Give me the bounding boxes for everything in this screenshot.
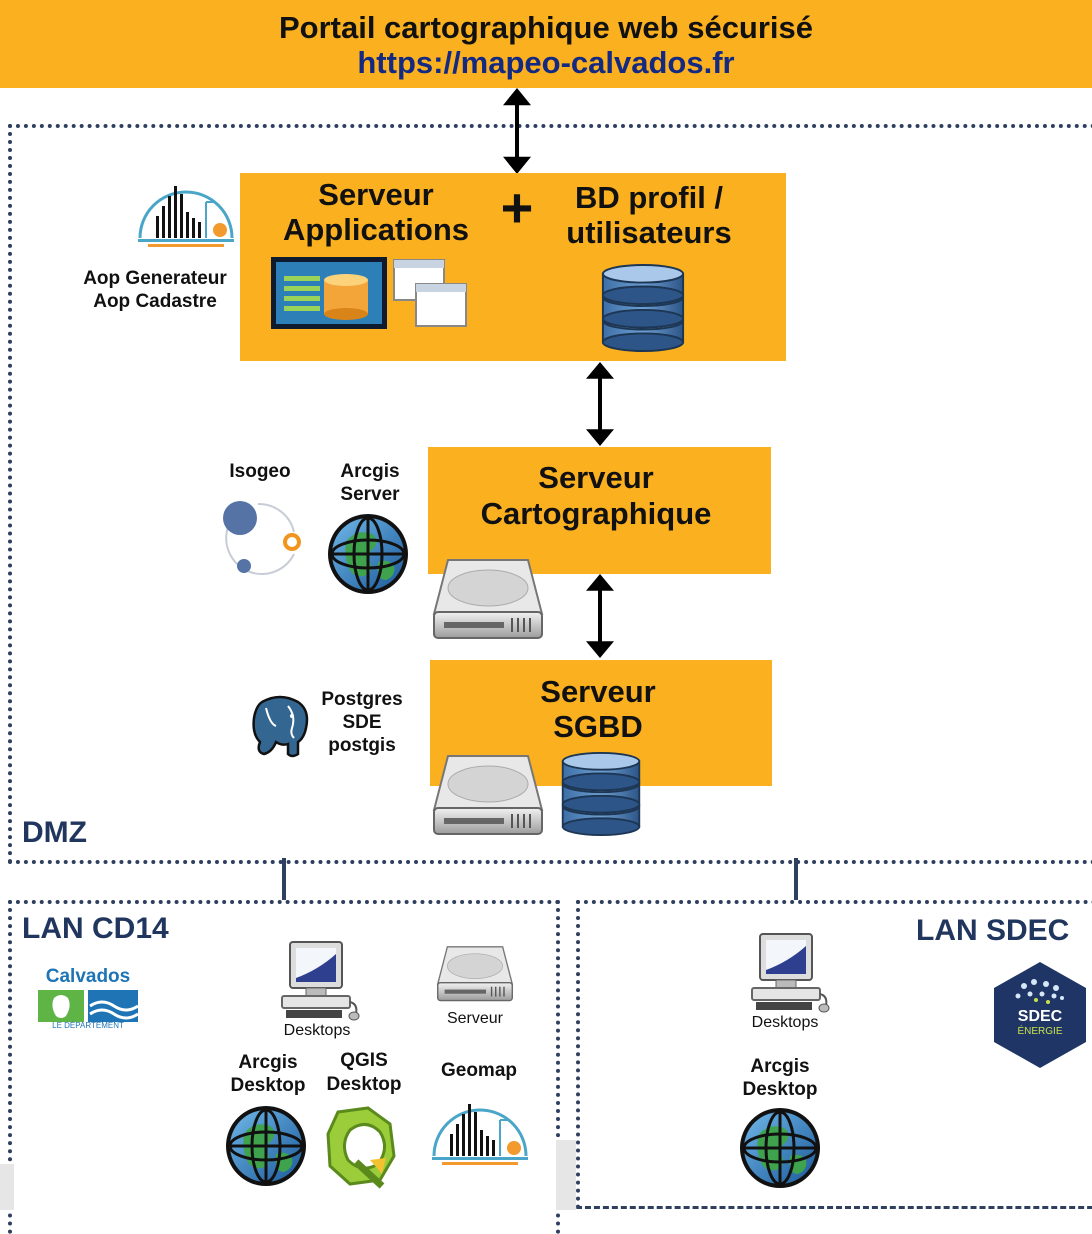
sdec-desktop-computer-icon (750, 932, 830, 1016)
qgis-desktop-label-line2: Desktop (326, 1074, 402, 1095)
arcgis-server-globe-icon (326, 512, 410, 596)
sgbd-database-icon (556, 752, 646, 836)
arcgis-server-label-line2: Server (340, 484, 400, 505)
sgbd-server-title-line1: Serveur (540, 674, 656, 709)
sdec-arcgis-globe-icon (738, 1106, 822, 1190)
user-database-icon (598, 264, 688, 352)
calvados-logo-name: Calvados (45, 966, 131, 987)
map-server-disk-icon (432, 556, 544, 640)
user-db-title-line2: utilisateurs (566, 215, 732, 250)
sdec-arcgis-desktop-label-line2: Desktop (742, 1079, 818, 1100)
cd14-serveur-label: Serveur (446, 1010, 504, 1027)
map-server-box (428, 447, 771, 574)
cd14-arcgis-desktop-label-line1: Arcgis (238, 1052, 298, 1073)
lan-cd14-link-line (282, 858, 286, 900)
cd14-arcgis-globe-icon (224, 1104, 308, 1188)
lan-sdec-link-line (794, 858, 798, 900)
isogeo-label: Isogeo (229, 461, 291, 482)
app-server-title-line1: Serveur (318, 177, 434, 212)
decor-grey-strip-right (556, 1140, 576, 1210)
app-server-title-line2: Applications (282, 212, 469, 247)
aop-cadastre-label: Aop Cadastre (93, 291, 217, 312)
calvados-logo: Calvados LE DÉPARTEMENT (36, 966, 140, 1030)
lan-sdec-label: LAN SDEC (916, 914, 1070, 947)
sdec-desktops-label: Desktops (751, 1014, 819, 1031)
cd14-desktop-computer-icon (280, 940, 360, 1024)
sdec-logo-line2: ÉNERGIE (1017, 1026, 1063, 1037)
cd14-desktops-label: Desktops (283, 1022, 351, 1039)
cd14-arcgis-desktop-label-line2: Desktop (230, 1075, 306, 1096)
aop-building-logo (138, 182, 234, 252)
window-stack-icon (393, 259, 467, 327)
banner-title: Portail cartographique web sécurisé (278, 10, 814, 45)
calvados-emblem-icon (38, 990, 139, 1022)
portal-app-arrow (502, 88, 532, 174)
aop-generateur-label: Aop Generateur (83, 268, 227, 289)
portal-url-link[interactable]: https://mapeo-calvados.fr (357, 45, 735, 80)
map-sgbd-arrow (585, 574, 615, 658)
map-server-title-line2: Cartographique (480, 496, 712, 531)
isogeo-logo (223, 501, 301, 575)
qgis-desktop-label-line1: QGIS (340, 1050, 388, 1071)
arcgis-server-label-line1: Arcgis (340, 461, 400, 482)
sgbd-disk-icon (432, 752, 544, 836)
sdec-logo-line1: SDEC (1017, 1008, 1063, 1025)
application-window-icon (271, 257, 387, 329)
sgbd-server-title-line2: SGBD (553, 709, 643, 744)
user-db-title-line1: BD profil / (574, 180, 724, 215)
postgres-elephant-logo (252, 695, 309, 758)
plus-sign: + (500, 176, 534, 239)
postgres-label: Postgres (321, 689, 403, 710)
calvados-logo-sub: LE DÉPARTEMENT (52, 1021, 124, 1030)
lan-cd14-label: LAN CD14 (22, 912, 169, 945)
dmz-zone-border (8, 124, 1092, 864)
portal-banner: Portail cartographique web sécurisé http… (0, 0, 1092, 88)
app-map-arrow (585, 362, 615, 446)
geomap-label: Geomap (440, 1060, 518, 1081)
lan-sdec-zone-border (576, 900, 1092, 1209)
sdec-energie-logo (994, 962, 1086, 1068)
map-server-title-line1: Serveur (538, 460, 654, 495)
dmz-label: DMZ (22, 816, 87, 849)
qgis-logo-icon (326, 1106, 396, 1189)
decor-grey-strip (0, 1164, 14, 1210)
postgis-label: postgis (328, 735, 396, 756)
lan-cd14-zone-border (8, 900, 560, 1234)
cd14-server-disk-icon (436, 944, 514, 1002)
sdec-arcgis-desktop-label-line1: Arcgis (750, 1056, 810, 1077)
geomap-building-logo (432, 1100, 528, 1170)
sde-label: SDE (342, 712, 382, 733)
